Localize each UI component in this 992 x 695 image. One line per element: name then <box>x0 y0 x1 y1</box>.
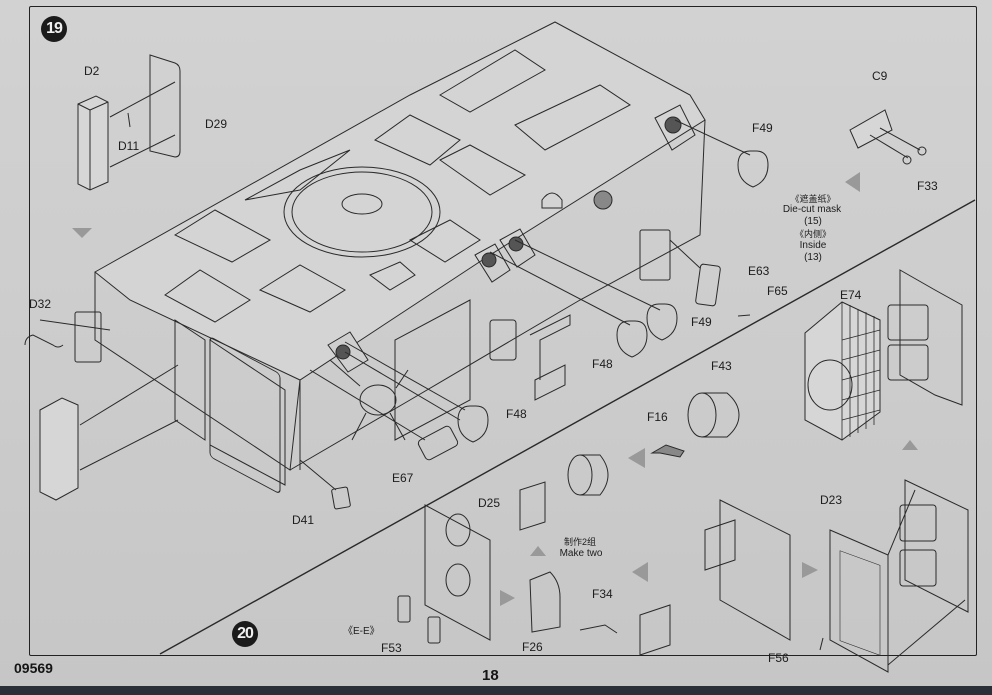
part-label-d41: D41 <box>292 513 315 527</box>
direction-arrows <box>72 172 918 606</box>
hull-drawing <box>94 21 706 493</box>
part-label-f49: F49 <box>752 121 773 135</box>
kit-number: 09569 <box>14 660 53 676</box>
step-number-badge: 20 <box>232 621 258 647</box>
page-frame <box>29 6 977 656</box>
inside-note-en: Inside <box>799 240 827 251</box>
part-label-f56: F56 <box>768 651 789 665</box>
part-label-d2: D2 <box>84 64 100 78</box>
stowage-box-d2 <box>77 54 181 191</box>
part-label-d23: D23 <box>820 493 843 507</box>
part-label-f33: F33 <box>917 179 938 193</box>
part-label-f48: F48 <box>506 407 527 421</box>
make-two-note-en: Make two <box>559 548 603 559</box>
part-label-d29: D29 <box>205 117 228 131</box>
part-label-f34: F34 <box>592 587 613 601</box>
mask-note-cn: 《遮盖纸》 <box>790 194 836 204</box>
part-label-f53: F53 <box>381 641 402 655</box>
step20-drawings <box>397 269 969 673</box>
part-label-f49: F49 <box>691 315 712 329</box>
scan-edge <box>0 686 992 695</box>
part-label-d11: D11 <box>118 139 140 153</box>
page-number: 18 <box>482 667 499 684</box>
mask-note-en: Die-cut mask <box>782 204 842 215</box>
part-label-d25: D25 <box>478 496 501 510</box>
part-label-c9: C9 <box>872 69 888 83</box>
part-label-f65: F65 <box>767 284 788 298</box>
part-label-e63: E63 <box>748 264 770 278</box>
step-number-badge: 19 <box>41 16 67 42</box>
part-label-f48: F48 <box>592 357 613 371</box>
inside-note-cn: 《内侧》 <box>794 229 831 239</box>
view-label-e-e: 《E-E》 <box>343 626 380 637</box>
inside-number: (13) <box>804 252 822 263</box>
part-label-f26: F26 <box>522 640 543 654</box>
part-label-f16: F16 <box>647 410 668 424</box>
part-label-e67: E67 <box>392 471 414 485</box>
make-two-note-cn: 制作2组 <box>563 537 596 547</box>
part-label-e74: E74 <box>840 288 862 302</box>
mask-number: (15) <box>804 216 822 227</box>
small-parts-step19 <box>299 119 769 510</box>
side-stowage-d32 <box>24 311 179 501</box>
part-label-d32: D32 <box>29 297 52 311</box>
step-divider-line <box>159 199 976 655</box>
tow-fitting-c9 <box>849 109 927 165</box>
part-label-f43: F43 <box>711 359 732 373</box>
